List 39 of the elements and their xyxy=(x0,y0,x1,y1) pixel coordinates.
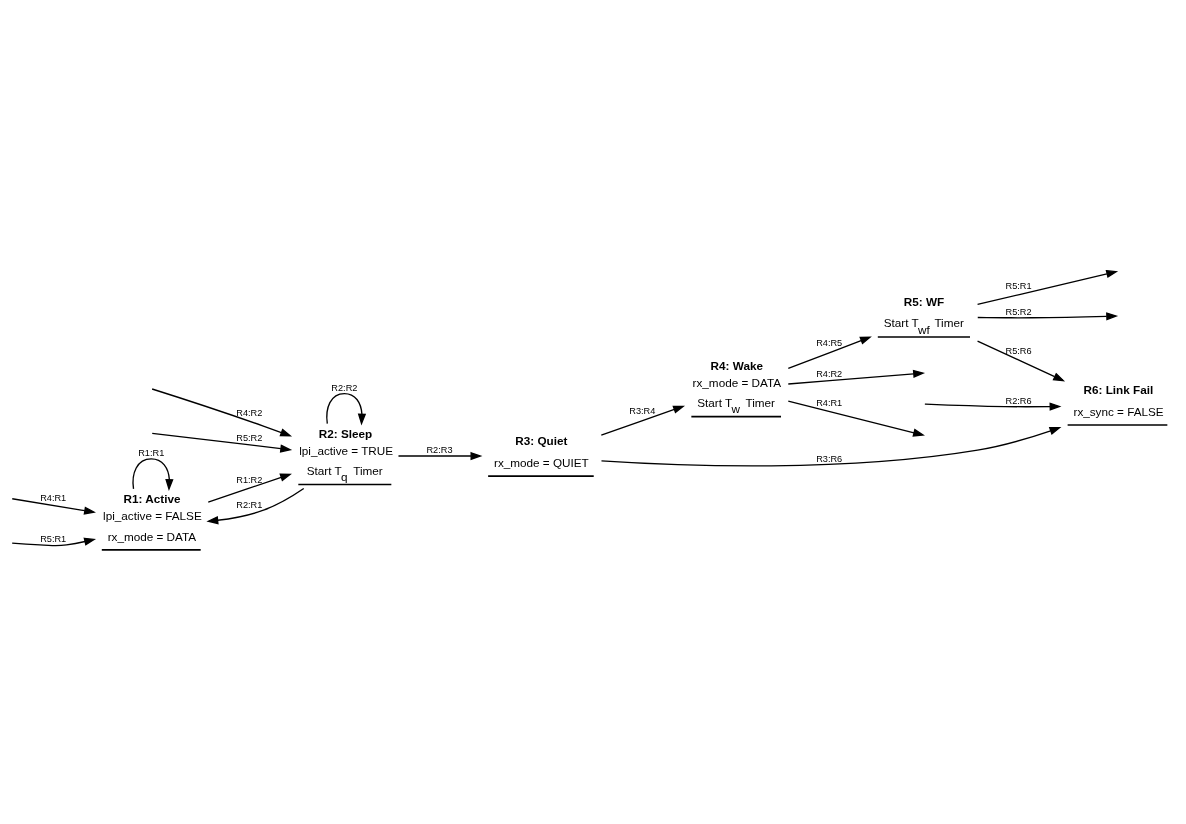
edge-label: R1:R1 xyxy=(138,447,165,458)
arrow xyxy=(206,487,305,524)
arrow xyxy=(11,497,96,515)
edge-label: R4:R5 xyxy=(816,337,843,348)
node-text: R6: Link Fail rx_sync = FALSE xyxy=(1073,382,1164,418)
edge-label: R5:R6 xyxy=(1005,345,1032,356)
node-text: R3: Quiet rx_mode = QUIET xyxy=(494,433,589,469)
edge-label: R5:R2 xyxy=(1005,306,1032,317)
arrow xyxy=(326,392,367,426)
arrow xyxy=(787,335,872,369)
arrow xyxy=(600,405,685,436)
arrow xyxy=(151,387,293,436)
arrow xyxy=(976,269,1119,305)
edge-label: R3:R6 xyxy=(816,453,843,464)
arrow xyxy=(207,473,292,503)
edge-label: R4:R1 xyxy=(816,397,843,408)
arrow xyxy=(11,537,97,546)
arrow xyxy=(151,432,293,453)
arrow xyxy=(787,369,926,385)
edge-label: R5:R2 xyxy=(236,432,263,443)
edge-label: R2:R6 xyxy=(1005,395,1032,406)
arrow xyxy=(787,399,925,437)
edge-label: R5:R1 xyxy=(1005,280,1032,291)
edge-label: R4:R2 xyxy=(816,368,843,379)
edge-label: R4:R2 xyxy=(236,407,263,418)
edge-label: R1:R2 xyxy=(236,474,263,485)
arrow xyxy=(397,451,483,460)
arrow xyxy=(976,340,1066,381)
arrow xyxy=(600,426,1062,467)
edge-label: R5:R1 xyxy=(40,533,67,544)
arrow xyxy=(132,457,174,491)
arrow xyxy=(924,401,1062,411)
node-text: R1: Active lpi_active = FALSE rx_mode = DATA xyxy=(103,491,202,543)
edge-label: R2:R2 xyxy=(331,382,358,393)
edge-label: R3:R4 xyxy=(629,405,656,416)
edge-label: R2:R1 xyxy=(236,499,263,510)
edge-label: R4:R1 xyxy=(40,492,67,503)
arrow xyxy=(977,311,1119,320)
edge-label: R2:R3 xyxy=(426,444,453,455)
